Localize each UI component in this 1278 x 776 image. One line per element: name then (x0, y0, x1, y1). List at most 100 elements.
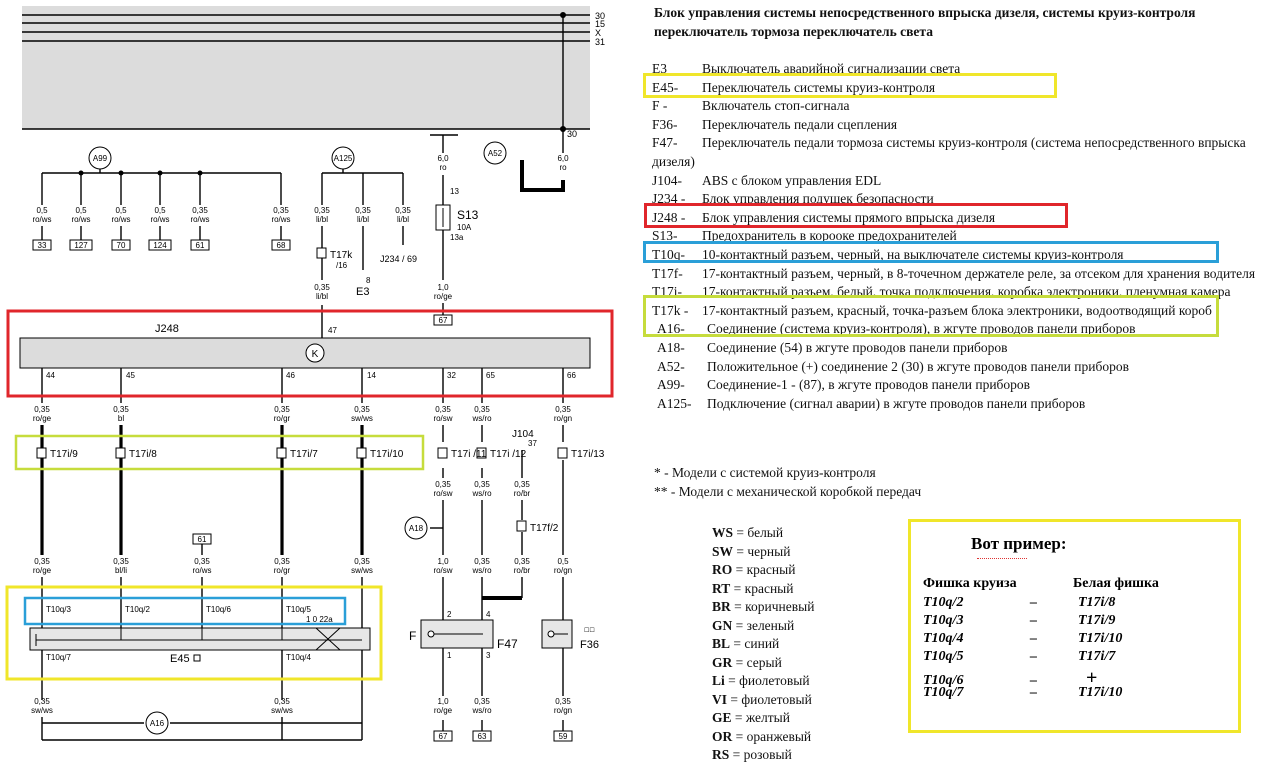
a16-junction (41, 717, 362, 741)
svg-text:ro/ws: ro/ws (71, 215, 90, 224)
legend-item: F -Включатель стоп-сигнала (652, 98, 850, 114)
svg-text:0,35: 0,35 (274, 697, 290, 706)
svg-text:0,35: 0,35 (514, 557, 530, 566)
svg-text:ro/ge: ro/ge (434, 706, 453, 715)
svg-text:sw/ws: sw/ws (351, 566, 373, 575)
rail-30-label: 30 (595, 11, 605, 21)
svg-text:ro/br: ro/br (514, 566, 531, 575)
svg-text:0,35: 0,35 (474, 480, 490, 489)
a18-node (404, 516, 428, 540)
svg-text:li/bl: li/bl (316, 215, 328, 224)
legend-t10q-highlight (643, 241, 1219, 263)
rail-15-label: 15 (595, 19, 605, 29)
legend-j248-highlight (644, 203, 1068, 228)
color-item: RO = красный (712, 562, 796, 577)
svg-text:ws/ro: ws/ro (471, 566, 492, 575)
svg-text:bl: bl (118, 414, 124, 423)
color-item: SW = черный (712, 543, 791, 559)
svg-text:ro/ws: ro/ws (192, 566, 211, 575)
svg-text:T17i/7: T17i/7 (290, 449, 318, 460)
note-cruise: * - Модели с системой круиз-контроля (654, 465, 876, 480)
svg-text:ro/ge: ro/ge (33, 414, 52, 423)
svg-text:59: 59 (559, 732, 568, 741)
legend-item: J248 -Блок управления системы прямого вп… (652, 209, 996, 225)
svg-text:ro/ws: ro/ws (150, 215, 169, 224)
svg-text:0,35: 0,35 (354, 557, 370, 566)
svg-text:10A: 10A (457, 223, 472, 232)
svg-text:☐☐: ☐☐ (584, 627, 595, 634)
svg-text:T17f/2: T17f/2 (530, 523, 559, 534)
svg-text:0,35: 0,35 (314, 206, 330, 215)
svg-text:T17i/9: T17i/9 (50, 449, 78, 460)
svg-text:66: 66 (567, 371, 576, 380)
svg-text:T10q/6: T10q/6 (206, 605, 231, 614)
svg-text:8: 8 (366, 276, 371, 285)
svg-text:1 0 22a: 1 0 22a (306, 615, 333, 624)
t17i-labels: T17i/9 T17i/8 T17i/7 T17i/10 T17i /11 T1… (50, 449, 605, 534)
a125-label: A125 (334, 154, 353, 163)
svg-text:li/bl: li/bl (397, 215, 409, 224)
color-item: OR = оранжевый (712, 728, 812, 744)
svg-text:37: 37 (528, 439, 537, 448)
legend-item: F47-Переключатель педали тормоза системы… (652, 135, 1246, 169)
svg-text:ro: ro (559, 163, 567, 172)
model-notes: * - Модели с системой круиз-контроля ** … (654, 464, 921, 501)
legend-item: F36-Переключатель педали сцепления (652, 116, 898, 132)
j248-output-wires (41, 368, 564, 403)
a99-branch (41, 168, 282, 205)
svg-text:0,35: 0,35 (395, 206, 411, 215)
svg-text:K: K (312, 349, 319, 360)
svg-text:65: 65 (486, 371, 495, 380)
svg-text:2: 2 (447, 610, 452, 619)
rail-30-drop-label: 30 (567, 129, 577, 139)
svg-text:46: 46 (286, 371, 295, 380)
svg-text:sw/ws: sw/ws (31, 706, 53, 715)
e45-label: E45 (170, 653, 190, 665)
legend-item: J104-ABS с блоком управления EDL (652, 172, 882, 188)
s13-label: S13 (457, 208, 479, 222)
example-col-cruise: Фишка круиза (923, 576, 1017, 591)
svg-text:67: 67 (439, 316, 448, 325)
svg-text:68: 68 (277, 241, 286, 250)
svg-text:0,35: 0,35 (474, 557, 490, 566)
svg-text:0,35: 0,35 (555, 405, 571, 414)
svg-text:127: 127 (74, 241, 88, 250)
svg-text:T17i /11: T17i /11 (451, 449, 487, 460)
color-item: GE = желтый (712, 710, 790, 725)
f-label: F (409, 629, 416, 643)
svg-text:70: 70 (117, 241, 126, 250)
rail-x-label: X (595, 28, 601, 38)
example-row: T10q/5–T17i/7 (923, 649, 1116, 664)
svg-text:0,35: 0,35 (113, 557, 129, 566)
a18-label: A18 (409, 524, 424, 533)
a52-label: A52 (488, 149, 503, 158)
svg-text:1,0: 1,0 (437, 697, 449, 706)
svg-text:44: 44 (46, 371, 55, 380)
j104-label: J104 (512, 429, 534, 440)
svg-text:124: 124 (153, 241, 167, 250)
color-item: VI = фиолетовый (712, 691, 812, 707)
example-row: T10q/3–T17i/9 (923, 613, 1116, 628)
legend-item: J234 -Блок управления подушек безопаснос… (652, 191, 934, 207)
wiring-diagram: 30 15 X 31 30 A99 0,5ro/ws 0,5ro/ws 0,5r… (5, 6, 614, 742)
svg-text:0,5: 0,5 (115, 206, 127, 215)
svg-text:0,35: 0,35 (274, 557, 290, 566)
t10q-top-labels: T10q/3 T10q/2 T10q/6 T10q/5 T10q/7 T10q/… (46, 605, 311, 662)
note-manual: ** - Модели с механической коробкой пере… (654, 483, 922, 499)
svg-text:0,35: 0,35 (555, 697, 571, 706)
a16-label: A16 (150, 719, 165, 728)
svg-text:0,35: 0,35 (274, 405, 290, 414)
svg-text:ro/sw: ro/sw (433, 566, 452, 575)
svg-text:1,0: 1,0 (437, 557, 449, 566)
svg-text:63: 63 (478, 732, 487, 741)
svg-text:ro/br: ro/br (514, 489, 531, 498)
svg-text:li/bl: li/bl (316, 292, 328, 301)
svg-text:13: 13 (450, 187, 459, 196)
j248-label: J248 (155, 323, 179, 335)
f36-label: F36 (580, 639, 599, 651)
a52-branch (430, 134, 458, 315)
color-item: GR = серый (712, 654, 782, 670)
